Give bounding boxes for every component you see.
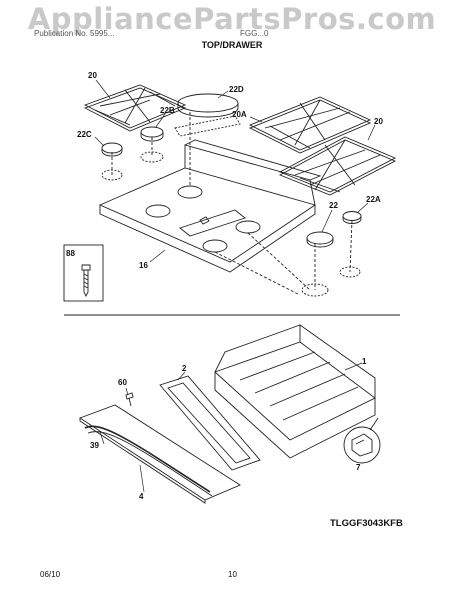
watermark: AppliancePartsPros.com: [27, 2, 437, 36]
burner-cap-22d: [177, 93, 239, 118]
publication-number: Publication No. 5995...: [34, 29, 115, 38]
drawer-1: [214, 324, 376, 459]
callout-2: 2: [182, 364, 187, 373]
callout-16: 16: [139, 261, 148, 270]
callout-22b: 22B: [160, 106, 175, 115]
callout-22d: 22D: [229, 85, 244, 94]
callout-22c: 22C: [77, 130, 92, 139]
clip-7-box: [343, 417, 381, 464]
burner-head-oval: [140, 115, 241, 163]
screw-60: [125, 392, 134, 407]
footer-date: 06/10: [40, 570, 61, 579]
model-header: FGG...0: [240, 29, 269, 38]
callout-1: 1: [362, 357, 367, 366]
callout-20-left: 20: [88, 71, 97, 80]
grate-right-20a: [248, 96, 372, 154]
callout-leaders: [94, 79, 376, 493]
burner-cap-22: [301, 231, 334, 297]
cooktop-16: [98, 139, 322, 273]
grate-left: [83, 84, 187, 132]
screw-88-box: [63, 244, 104, 302]
leader-lines-top: [111, 112, 353, 296]
model-number: TLGGF3043KFB: [330, 518, 403, 529]
panel-2: [159, 375, 261, 471]
callout-22: 22: [329, 201, 338, 210]
grate-right-20: [278, 136, 397, 196]
callout-88: 88: [66, 249, 75, 258]
section-title: TOP/DRAWER: [201, 40, 263, 50]
callout-60: 60: [118, 378, 127, 387]
callout-4: 4: [139, 492, 144, 501]
callout-7: 7: [356, 463, 361, 472]
callout-20a: 20A: [232, 110, 247, 119]
callout-20-right: 20: [374, 117, 383, 126]
page-number: 10: [228, 570, 237, 579]
drawer-front-4: [79, 404, 241, 504]
callout-39: 39: [90, 441, 99, 450]
callout-22a: 22A: [366, 195, 381, 204]
